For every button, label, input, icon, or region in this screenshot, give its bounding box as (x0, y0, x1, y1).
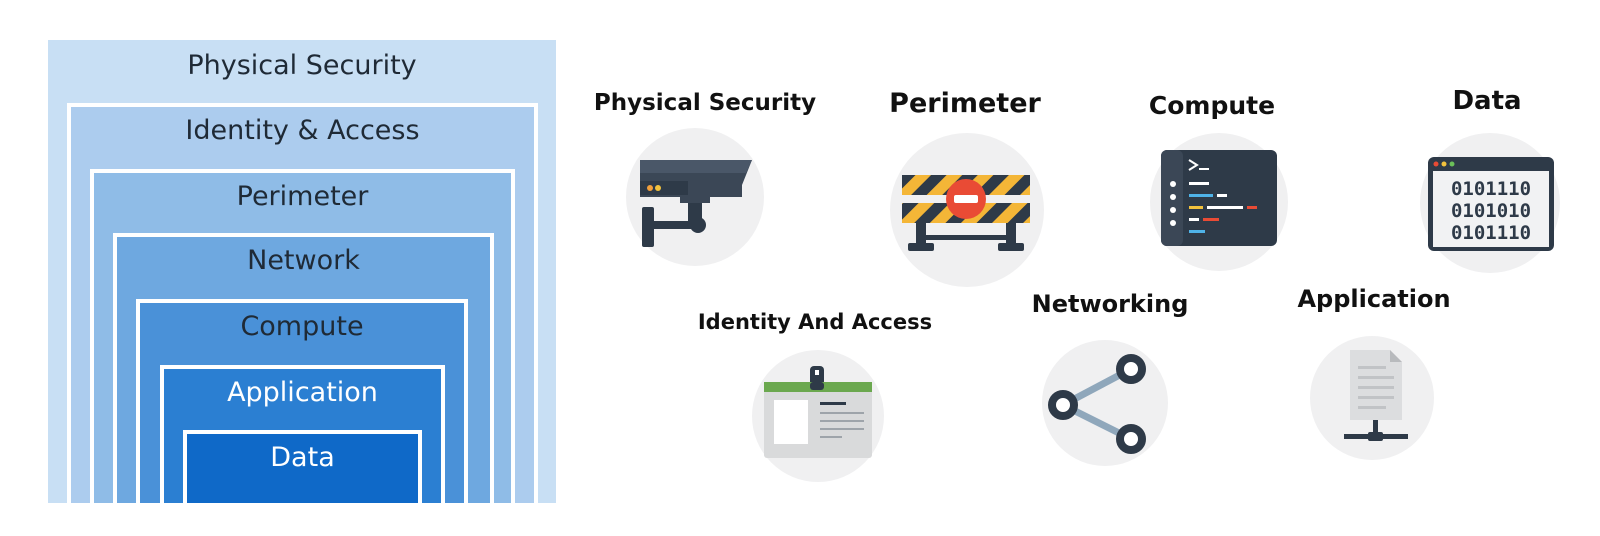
layer-label-identity-access: Identity & Access (185, 115, 420, 146)
item-title-compute: Compute (1148, 91, 1276, 120)
layer-label-perimeter: Perimeter (236, 181, 369, 212)
id-badge-icon (764, 366, 872, 458)
share-network-icon (1048, 354, 1146, 454)
item-title-data: Data (1452, 86, 1522, 116)
svg-text:0101010: 0101010 (1451, 200, 1531, 222)
item-title-identity-access: Identity And Access (697, 310, 933, 334)
item-title-application: Application (1297, 285, 1451, 313)
layer-data: Data (183, 430, 422, 503)
barrier-icon (902, 175, 1030, 251)
svg-text:0101110: 0101110 (1451, 178, 1531, 200)
terminal-icon (1161, 150, 1277, 246)
defense-layers-diagram: Physical Security Identity & Access Peri… (48, 40, 556, 503)
layer-label-physical-security: Physical Security (187, 50, 417, 81)
layer-label-application: Application (227, 377, 378, 408)
item-title-perimeter: Perimeter (889, 88, 1041, 119)
file-server-icon (1344, 350, 1408, 441)
layer-label-compute: Compute (240, 311, 364, 342)
item-title-physical-security: Physical Security (593, 90, 817, 116)
svg-text:0101110: 0101110 (1451, 222, 1531, 244)
layer-label-network: Network (247, 245, 360, 276)
binary-data-icon: 0101110 0101010 0101110 (1428, 157, 1554, 251)
security-camera-icon (640, 160, 752, 247)
layer-label-data: Data (270, 442, 335, 473)
item-title-networking: Networking (1031, 290, 1189, 318)
